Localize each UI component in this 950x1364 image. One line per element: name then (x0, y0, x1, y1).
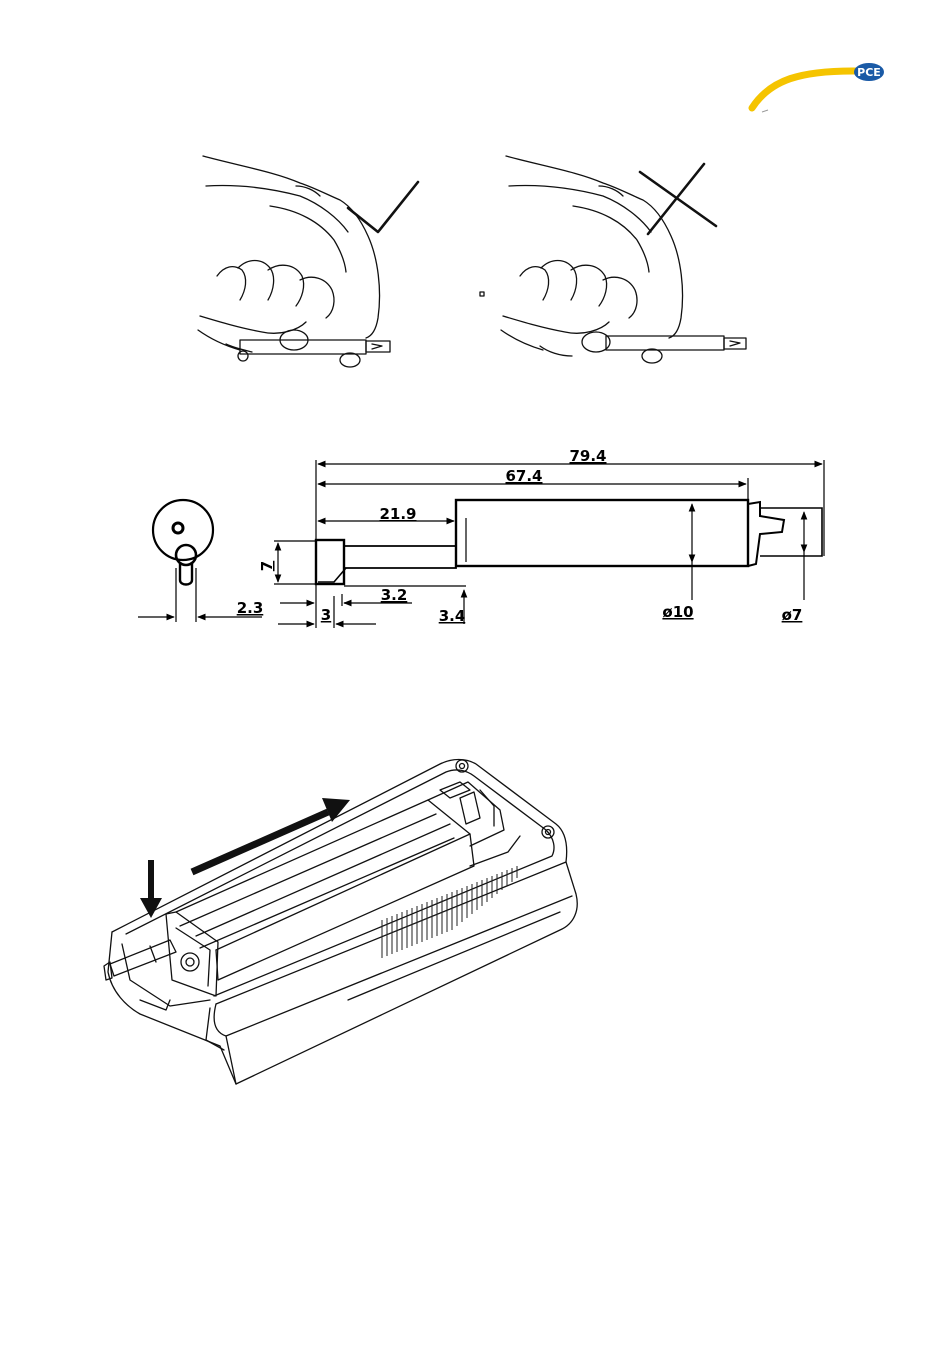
figure-hands-correct (198, 156, 418, 367)
logo-swoosh (752, 71, 860, 108)
dim-label-21-9: 21.9 (379, 505, 416, 523)
dim-label-67-4: 67.4 (505, 467, 542, 485)
vent-grille (382, 866, 517, 958)
logo-text: PCE (857, 66, 881, 79)
dim-label-3-2: 3.2 (381, 586, 408, 604)
figure-device-isometric (104, 760, 577, 1085)
artifact-dot (480, 292, 484, 296)
figure-dimensions: 79.4 67.4 21.9 7 2.3 3 3.2 3.4 ø10 ø7 (138, 447, 824, 628)
check-mark-icon (348, 182, 418, 232)
pce-logo: PCE (752, 63, 884, 112)
dim-label-7: 7 (258, 561, 276, 571)
figure-hands-wrong (480, 156, 746, 363)
cross-mark-icon (640, 164, 716, 234)
dim-label-3: 3 (321, 606, 331, 624)
logo-mark (762, 110, 768, 112)
dim-label-79-4: 79.4 (569, 447, 606, 465)
dim-label-dia-7: ø7 (782, 606, 803, 624)
dim-label-dia-10: ø10 (662, 603, 693, 621)
dim-label-3-4: 3.4 (439, 607, 466, 625)
dim-label-2-3: 2.3 (237, 599, 264, 617)
